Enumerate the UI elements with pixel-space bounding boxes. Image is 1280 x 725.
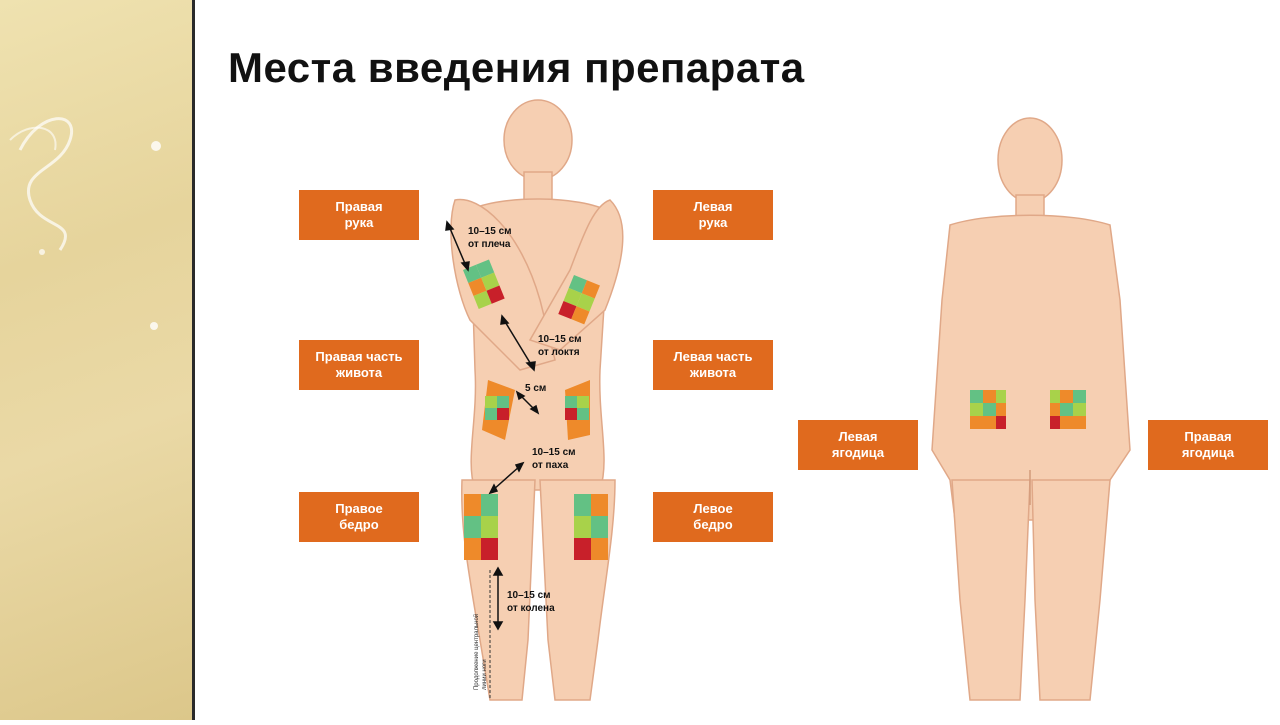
label-left-abdomen: Левая часть живота xyxy=(653,340,773,390)
groin-distance-line1: 10–15 см xyxy=(532,447,576,458)
navel-distance: 5 см xyxy=(525,383,546,394)
zone-left-thigh xyxy=(574,494,608,560)
shoulder-distance-line1: 10–15 см xyxy=(468,226,512,237)
zone-right-abdomen xyxy=(482,380,515,440)
center-line-caption-line2: линии ноги xyxy=(482,659,488,690)
zone-right-thigh xyxy=(464,494,498,560)
sidebar-divider xyxy=(192,0,195,720)
distance-arrows xyxy=(445,220,540,631)
knee-distance-line1: 10–15 см xyxy=(507,590,551,601)
zone-left-arm xyxy=(558,275,600,325)
label-right-arm: Правая рука xyxy=(299,190,419,240)
groin-distance-line2: от паха xyxy=(532,460,569,471)
center-line-caption-line1: Продолжение центральной xyxy=(473,614,480,690)
decorative-sidebar xyxy=(0,0,192,720)
label-right-thigh: Правое бедро xyxy=(299,492,419,542)
zone-left-buttock xyxy=(970,390,1006,429)
zone-right-arm xyxy=(463,259,505,309)
label-left-thigh: Левое бедро xyxy=(653,492,773,542)
label-right-buttock: Правая ягодица xyxy=(1148,420,1268,470)
elbow-distance-line1: 10–15 см xyxy=(538,334,582,345)
zone-left-abdomen xyxy=(565,380,590,440)
knee-distance-line2: от колена xyxy=(507,603,555,614)
label-left-arm: Левая рука xyxy=(653,190,773,240)
label-right-abdomen: Правая часть живота xyxy=(299,340,419,390)
page-title: Места введения препарата xyxy=(228,44,805,91)
label-left-buttock: Левая ягодица xyxy=(798,420,918,470)
elbow-distance-line2: от локтя xyxy=(538,347,580,358)
shoulder-distance-line2: от плеча xyxy=(468,239,511,250)
zone-right-buttock xyxy=(1050,390,1086,429)
back-body-figure xyxy=(931,117,1131,701)
sparkle-swirl-decoration xyxy=(9,117,161,330)
